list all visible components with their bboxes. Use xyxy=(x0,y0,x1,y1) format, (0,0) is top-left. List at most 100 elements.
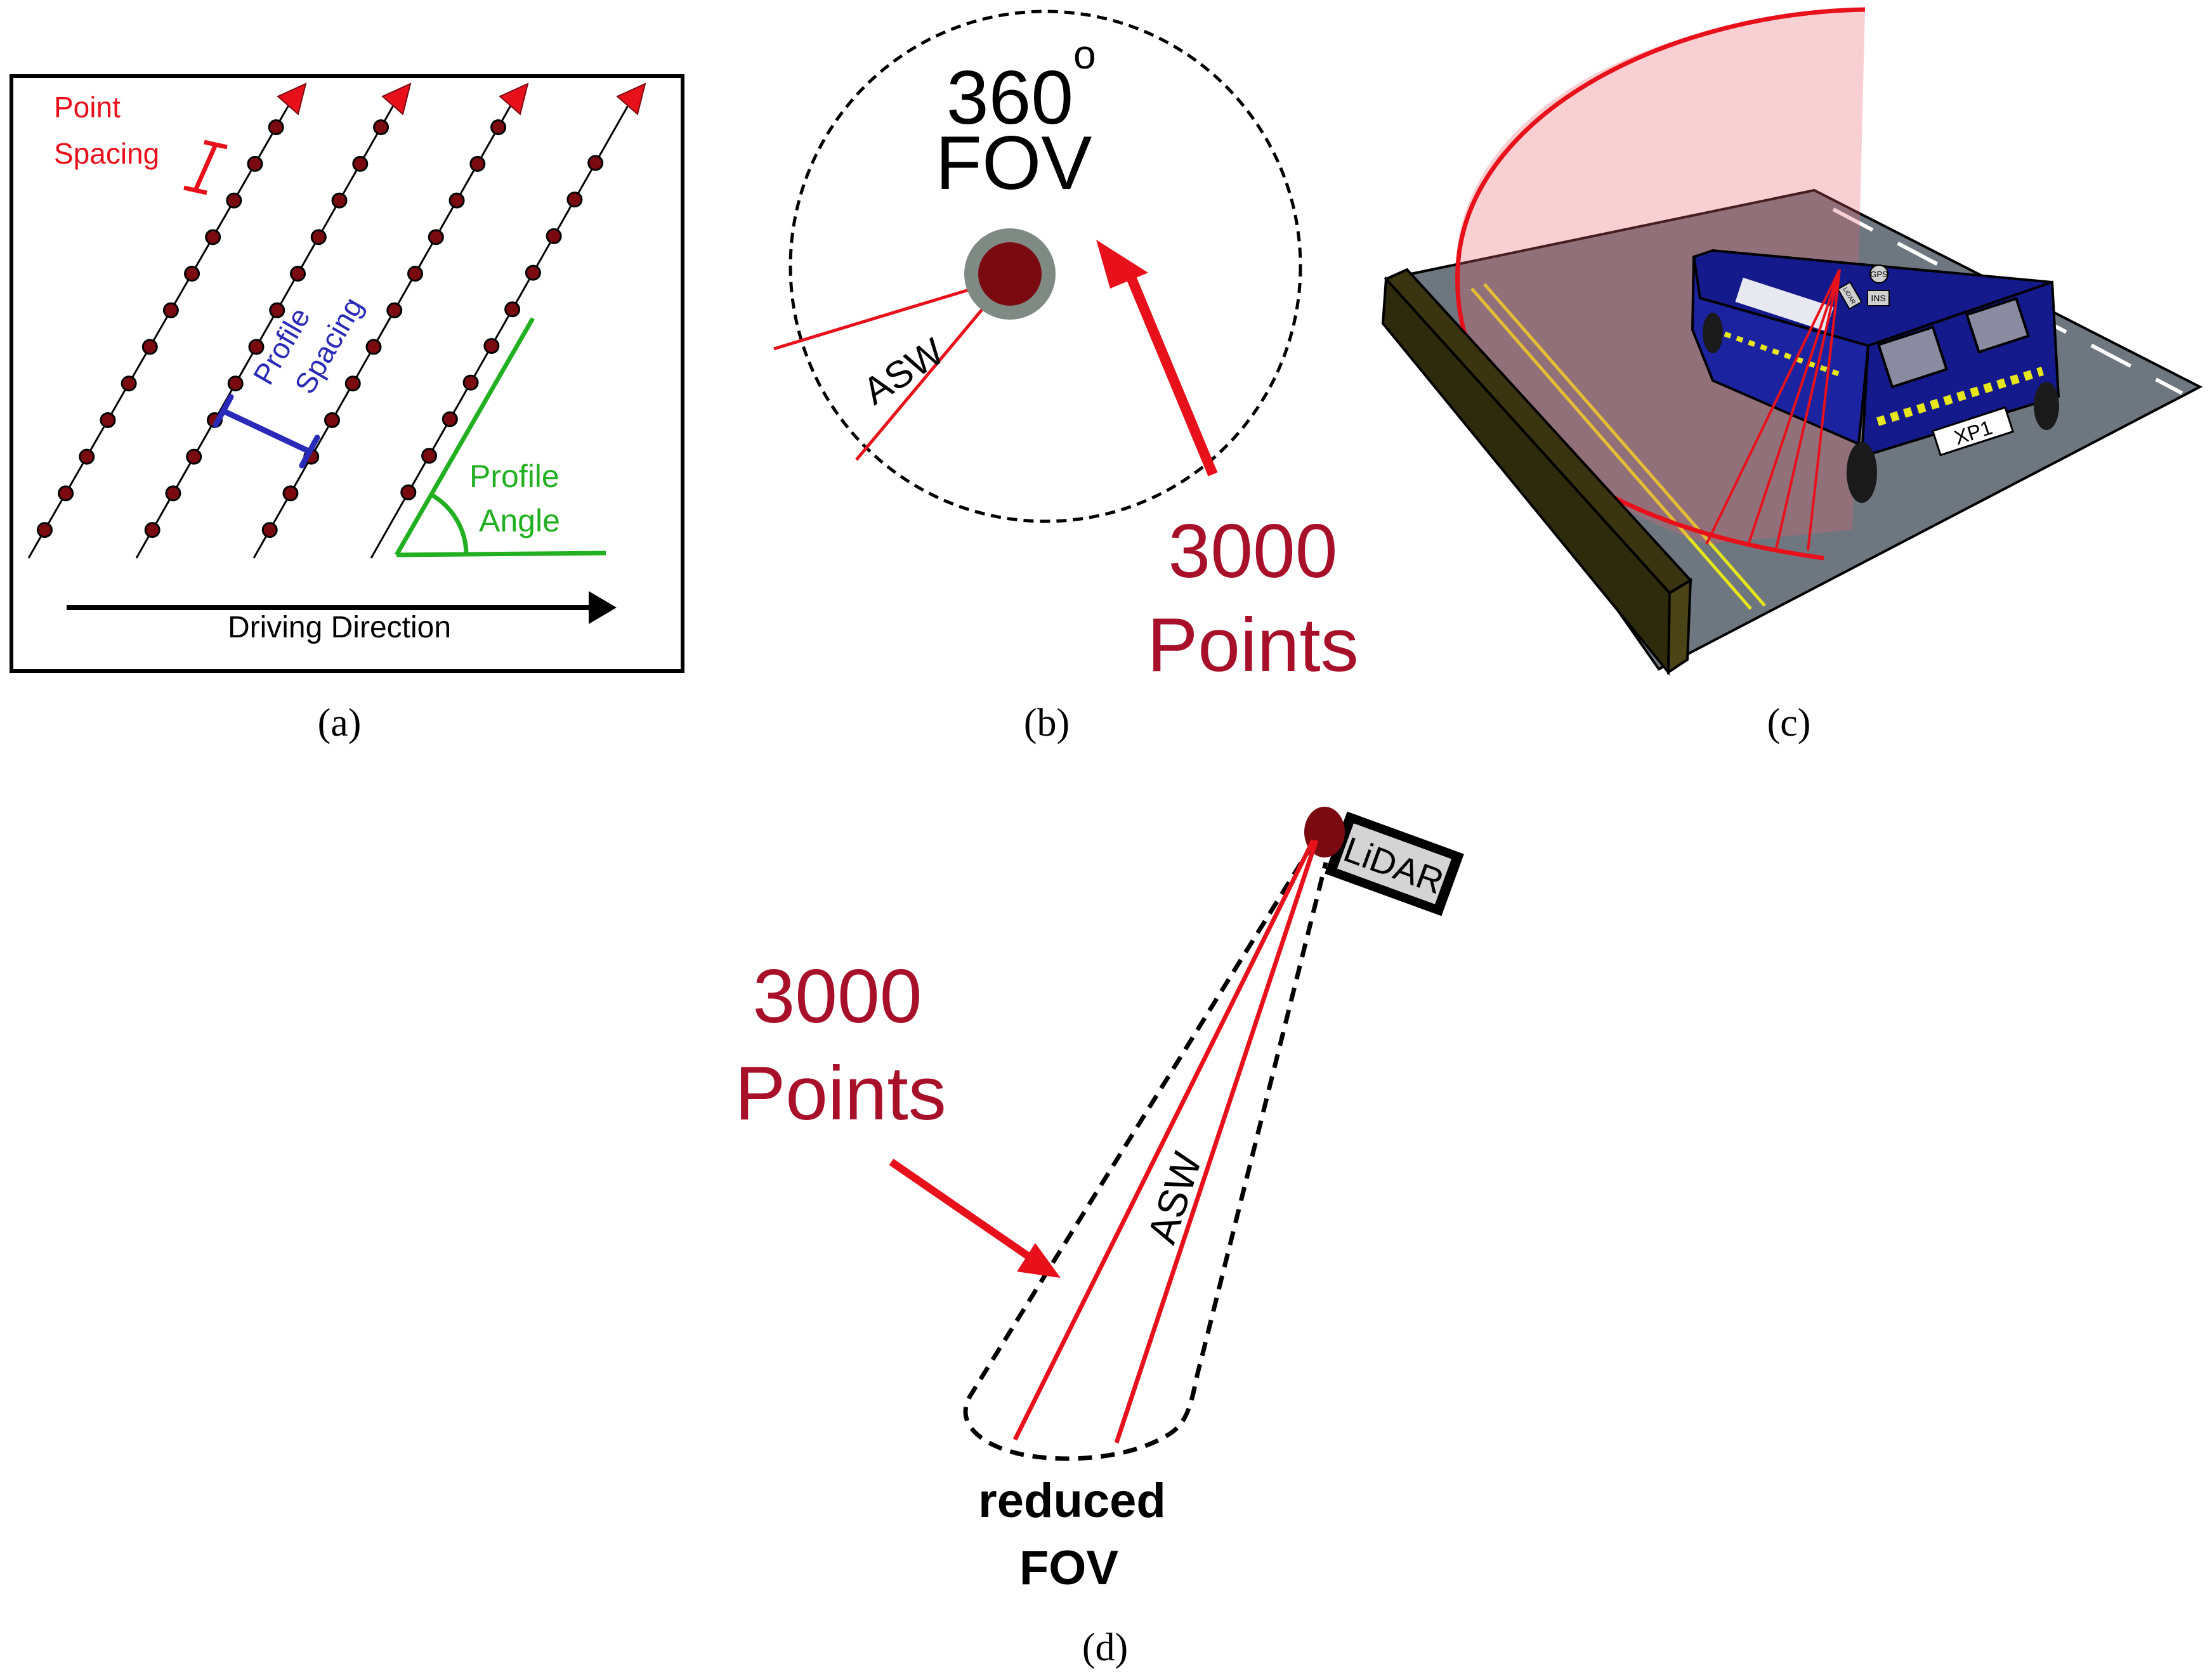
scan-point xyxy=(162,302,179,318)
driving-direction-arrowhead xyxy=(589,591,617,624)
wheel-rear-left xyxy=(1847,442,1877,503)
scan-point xyxy=(587,155,604,171)
points-arrowhead xyxy=(1096,240,1148,289)
scan-point xyxy=(290,266,306,282)
gps-label: GPS xyxy=(1870,270,1888,279)
scan-point xyxy=(352,155,369,172)
scan-point xyxy=(344,375,361,392)
scan-point xyxy=(121,375,137,392)
scan-point xyxy=(310,229,327,245)
points-label-d: Points xyxy=(735,1051,946,1136)
profile-arrow-1 xyxy=(277,82,307,115)
panel-c: XP1 GPS INS LiDAR (c) xyxy=(1381,7,2203,745)
scan-point xyxy=(184,266,200,282)
curb-end xyxy=(1666,578,1692,675)
points-label: Points xyxy=(1147,602,1359,687)
scan-point xyxy=(566,192,583,208)
side-logos xyxy=(1735,277,1834,332)
scan-point xyxy=(483,338,500,355)
scan-point xyxy=(269,302,285,318)
yellow-lines xyxy=(1470,283,1766,610)
panel-a: Point Spacing Profile Spacing Profile An… xyxy=(10,74,684,745)
points-arrow-shaft xyxy=(1124,270,1218,477)
scan-point xyxy=(365,339,382,355)
scan-point xyxy=(407,266,424,282)
lane-markings xyxy=(1832,207,2183,395)
rear-window-left xyxy=(1876,325,1949,389)
scan-point xyxy=(386,302,403,318)
scan-point xyxy=(186,448,202,465)
scan-point xyxy=(226,192,242,209)
lidar-unit-small xyxy=(1837,281,1862,310)
fov-degrees-label: 360 xyxy=(946,55,1073,140)
scan-point xyxy=(504,301,521,318)
scan-point xyxy=(428,229,444,245)
scan-point xyxy=(546,228,562,244)
scan-plane xyxy=(1455,10,1865,544)
scan-point xyxy=(165,485,181,502)
wheel-front-left xyxy=(1703,313,1723,353)
scan-point xyxy=(469,155,486,172)
scan-point xyxy=(373,119,389,136)
panel-d-caption: (d) xyxy=(1082,1626,1128,1669)
scan-point xyxy=(282,485,299,502)
roof-sensors: GPS INS LiDAR xyxy=(1837,264,1890,310)
reduced-label-1: reduced xyxy=(978,1474,1166,1528)
profile-angle-marker xyxy=(394,317,606,557)
scan-point xyxy=(324,412,340,428)
vehicle: XP1 GPS INS LiDAR xyxy=(1691,249,2060,503)
fov-circle xyxy=(789,10,1302,523)
profile-spacing-marker xyxy=(213,394,320,469)
panel-a-frame xyxy=(10,74,684,673)
scan-points xyxy=(37,119,604,538)
panel-b-caption: (b) xyxy=(1024,701,1070,745)
points-number-d: 3000 xyxy=(753,954,922,1039)
panel-d: LiDAR ASW 3000 Points reduced FOV (d) xyxy=(735,807,1464,1669)
scan-point xyxy=(144,522,160,538)
scan-point xyxy=(331,192,348,209)
scan-point xyxy=(37,522,53,538)
asw-lines-d xyxy=(1012,839,1319,1444)
scan-point xyxy=(400,484,417,500)
ins-unit xyxy=(1867,290,1890,306)
reduced-label-2: FOV xyxy=(1019,1541,1119,1595)
ins-label: INS xyxy=(1871,293,1885,303)
fov-label: FOV xyxy=(936,120,1092,205)
points-number: 3000 xyxy=(1168,509,1338,594)
side-hazard-stripe xyxy=(1711,327,1841,377)
profile-arrow-4 xyxy=(616,82,646,115)
scan-point xyxy=(261,522,278,538)
profile-angle-label-1: Profile xyxy=(469,459,560,494)
profile-arrowheads xyxy=(277,82,646,115)
point-spacing-label-2: Spacing xyxy=(54,137,159,170)
scan-point xyxy=(490,119,507,136)
scan-point xyxy=(100,412,116,428)
panel-b: 360 o FOV ASW 3000 Points (b) xyxy=(773,10,1359,745)
rear-window-right xyxy=(1965,297,2031,354)
driving-direction-label: Driving Direction xyxy=(228,611,451,644)
scan-point xyxy=(448,192,465,209)
scan-point xyxy=(525,264,541,281)
laser-beams xyxy=(1705,269,1841,551)
gps-antenna xyxy=(1869,264,1888,283)
scan-point xyxy=(442,411,458,427)
scan-point xyxy=(141,339,158,355)
scan-point xyxy=(58,485,74,502)
scan-point xyxy=(79,448,95,465)
profile-arrow-3 xyxy=(499,82,529,115)
profile-angle-label-2: Angle xyxy=(479,503,560,538)
reduced-fov-outline xyxy=(963,842,1328,1461)
lidar-box: LiDAR xyxy=(1325,811,1464,916)
scan-point xyxy=(248,339,265,355)
panel-c-caption: (c) xyxy=(1767,701,1811,745)
panel-a-caption: (a) xyxy=(318,701,362,745)
rear-hazard-stripe xyxy=(1876,367,2045,426)
wheel-rear-right xyxy=(2034,382,2059,430)
fov-degree-symbol: o xyxy=(1073,32,1096,77)
scan-point xyxy=(268,119,284,136)
scan-point xyxy=(462,374,479,391)
license-plate xyxy=(1931,406,2015,457)
points-arrow-shaft-d xyxy=(889,1159,1030,1259)
asw-label: ASW xyxy=(856,330,952,413)
